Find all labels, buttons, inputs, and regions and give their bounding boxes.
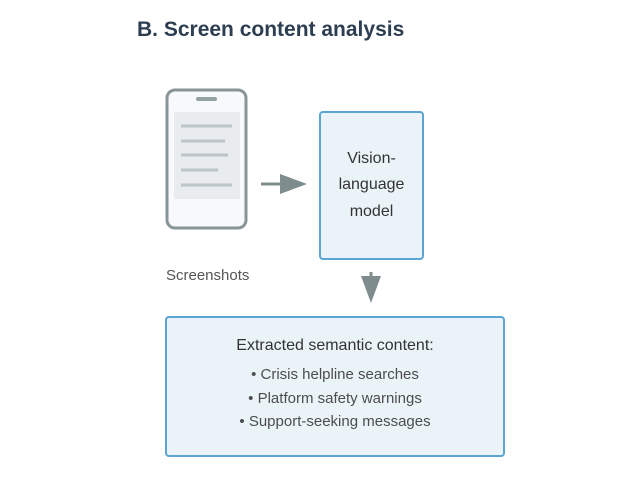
screenshots-label: Screenshots: [166, 267, 250, 284]
phone-speaker: [196, 97, 217, 101]
extracted-content-box: Extracted semantic content: • Crisis hel…: [165, 316, 505, 457]
arrow-down-icon: [361, 272, 381, 303]
list-item: • Crisis helpline searches: [251, 366, 419, 383]
page-title: B. Screen content analysis: [137, 18, 405, 41]
extracted-content-title: Extracted semantic content:: [236, 337, 434, 354]
list-item: • Support-seeking messages: [239, 413, 431, 430]
smartphone-icon: [165, 88, 248, 230]
extracted-content-list: • Crisis helpline searches • Platform sa…: [167, 363, 503, 434]
list-item: • Platform safety warnings: [248, 389, 422, 407]
model-label: Vision-language model: [338, 149, 405, 220]
arrow-right-icon: [261, 174, 307, 194]
vision-language-model-box: Vision-language model: [319, 111, 424, 260]
